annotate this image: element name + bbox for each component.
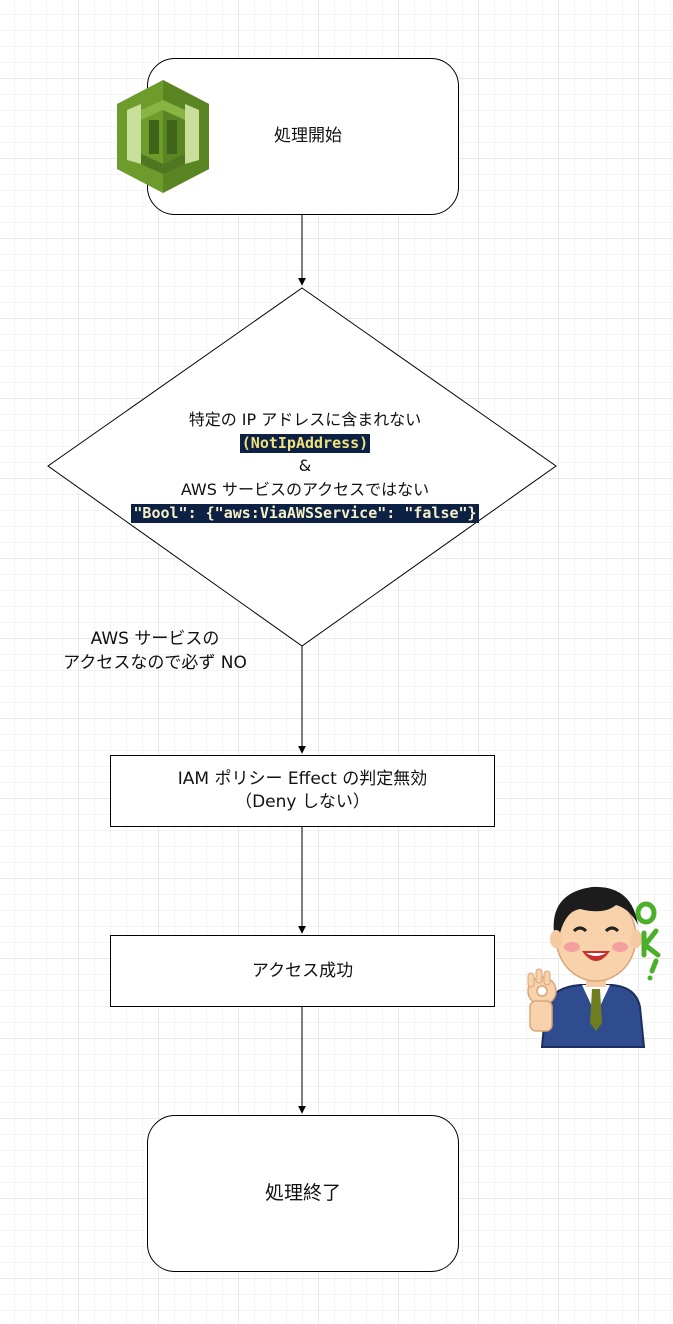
decision-line-1: 特定の IP アドレスに含まれない <box>188 410 422 429</box>
edge-label-line-1: AWS サービスの <box>90 629 220 649</box>
iam-node-line-1: IAM ポリシー Effect の判定無効 <box>177 769 428 790</box>
aws-cloudformation-icon <box>117 80 209 193</box>
ok-businessman-illustration <box>527 886 661 1048</box>
decision-text: 特定の IP アドレスに含まれない (NotIpAddress) & AWS サ… <box>60 408 550 524</box>
end-node-label: 処理終了 <box>264 1181 341 1204</box>
decision-diamond[interactable] <box>47 287 557 647</box>
edge-label-no: AWS サービスの アクセスなので必ず NO <box>40 628 270 676</box>
edge-label-line-2: アクセスなので必ず NO <box>63 652 247 673</box>
decision-code-bool: "Bool": {"aws:ViaAWSService": "false"} <box>131 503 479 523</box>
decision-line-2: & <box>298 456 312 476</box>
end-node[interactable]: 処理終了 <box>147 1115 459 1272</box>
decision-code-notipaddress: (NotIpAddress) <box>239 434 371 453</box>
iam-node[interactable]: IAM ポリシー Effect の判定無効 （Deny しない） <box>110 755 495 827</box>
iam-node-line-2: （Deny しない） <box>235 792 370 812</box>
success-node[interactable]: アクセス成功 <box>110 935 495 1007</box>
success-node-label: アクセス成功 <box>251 960 354 981</box>
start-node-label: 処理開始 <box>274 126 342 147</box>
decision-line-3: AWS サービスのアクセスではない <box>180 479 430 499</box>
